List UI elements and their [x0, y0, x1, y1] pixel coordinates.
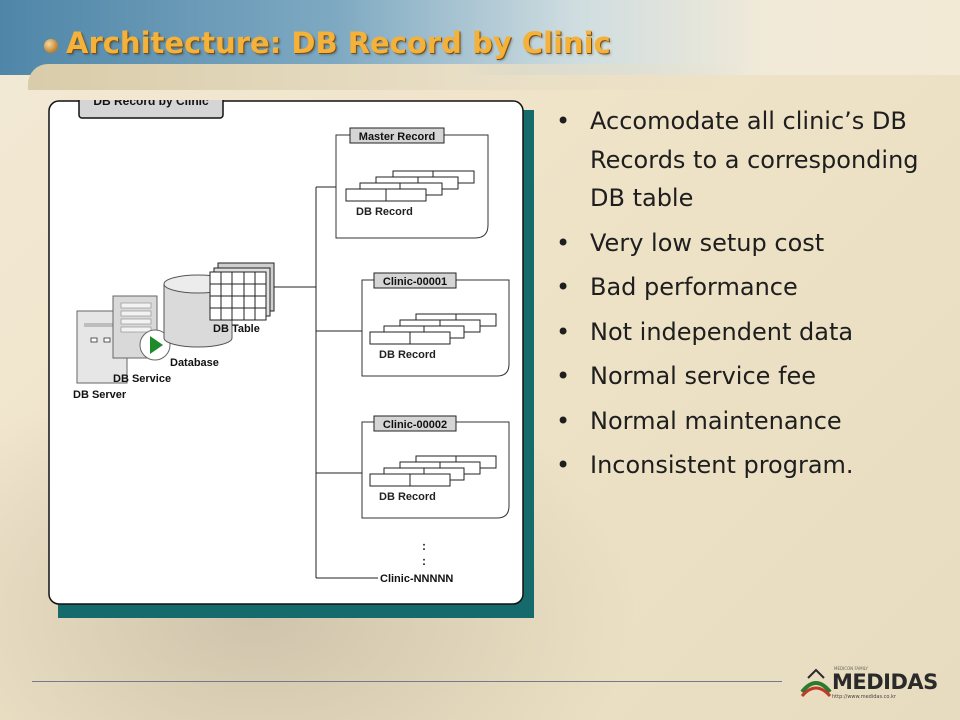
bullet-text: Bad performance — [590, 273, 798, 301]
panel-title: DB Record by Clinic — [93, 100, 209, 108]
logo-name: MEDIDAS — [832, 670, 938, 694]
bullet-text: Inconsistent program. — [590, 451, 854, 479]
medidas-logo-icon — [800, 668, 832, 698]
bullet-dot: • — [556, 107, 571, 135]
footer-divider — [32, 681, 782, 682]
play-icon — [139, 329, 171, 361]
master-record-label-box — [349, 127, 445, 144]
title-ribbon — [28, 64, 748, 90]
bullet-text: Not independent data — [590, 317, 854, 346]
header-band — [0, 0, 960, 75]
clinic-00002-label-box — [373, 415, 457, 432]
bullet-dot: • — [556, 362, 571, 390]
clinic-00001-group: Clinic-00001 DB Record — [361, 272, 510, 377]
bullet-dot: • — [556, 228, 571, 257]
master-record-rows — [345, 170, 475, 202]
architecture-diagram: DB Record by Clinic Master Record DB Rec… — [48, 100, 534, 618]
bullet-item: • Bad performance — [554, 268, 944, 307]
bullet-item: • Normal maintenance — [554, 402, 944, 441]
title-bullet-icon — [44, 39, 58, 53]
clinic-00001-db-record-label: DB Record — [379, 349, 436, 361]
bullet-item: • Not independent data — [554, 313, 944, 352]
db-table-label: DB Table — [213, 323, 260, 335]
master-db-record-label: DB Record — [356, 206, 413, 218]
clinic-00002-db-record-label: DB Record — [379, 491, 436, 503]
clinic-00001-label: Clinic-00001 — [383, 276, 447, 288]
db-service-label: DB Service — [113, 373, 171, 385]
bullet-text: Very low setup cost — [590, 228, 825, 257]
clinic-00002-label: Clinic-00002 — [383, 419, 447, 431]
master-record-label: Master Record — [359, 131, 435, 143]
connector-lines — [274, 186, 378, 579]
clinic-00001-label-box — [373, 272, 457, 289]
bullet-text: Normal service fee — [590, 362, 817, 390]
database-label: Database — [170, 357, 219, 369]
slide-title: Architecture: DB Record by Clinic — [66, 26, 611, 60]
clinic-00001-rows — [369, 313, 497, 345]
bullet-list: • Accomodate all clinic’s DB Records to a… — [554, 102, 944, 491]
clinic-00002-group: Clinic-00002 DB Record — [361, 415, 510, 519]
db-server-label: DB Server — [73, 389, 127, 401]
bullet-dot: • — [556, 273, 571, 301]
bullet-dot: • — [556, 451, 571, 479]
last-clinic-label: Clinic-NNNNN — [380, 573, 453, 585]
logo-family-text: MEDICON FAMILY — [834, 666, 868, 671]
bullet-item: • Accomodate all clinic’s DB Records to a… — [554, 102, 944, 218]
bullet-text: Normal maintenance — [590, 406, 842, 435]
bullet-text: Accomodate all clinic’s DB Records to a … — [590, 107, 919, 212]
db-table-icon — [209, 262, 275, 321]
clinic-00002-rows — [369, 455, 497, 487]
bullet-item: • Inconsistent program. — [554, 446, 944, 485]
logo-url: http://www.medidas.co.kr — [832, 694, 896, 700]
bullet-item: • Very low setup cost — [554, 224, 944, 263]
more-clinics-ellipsis-top: : — [422, 539, 426, 553]
more-clinics-ellipsis-bottom: : — [422, 554, 426, 568]
bullet-item: • Normal service fee — [554, 357, 944, 396]
bullet-dot: • — [556, 317, 571, 346]
bullet-dot: • — [556, 406, 571, 435]
master-record-group: Master Record DB Record — [335, 127, 489, 239]
panel-title-tab — [78, 100, 224, 119]
